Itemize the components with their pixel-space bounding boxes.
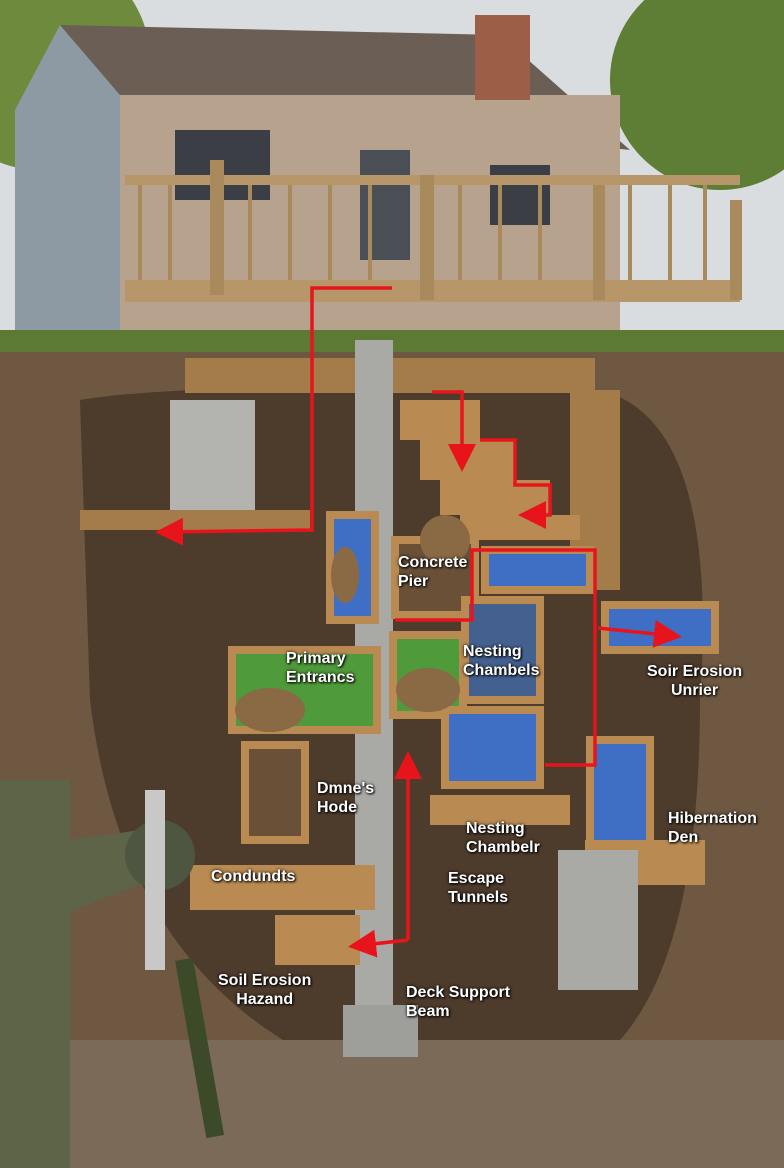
lower-board — [275, 915, 360, 965]
label-line: Hazand — [236, 991, 294, 1008]
label-line: Chambels — [463, 662, 540, 679]
tree-right — [610, 0, 784, 190]
label-line: Nesting — [463, 643, 522, 660]
label-line: Hode — [317, 799, 357, 816]
label-line: Pier — [398, 573, 429, 590]
label-line: Deck Support — [406, 984, 511, 1001]
route-arrow-stairs-down — [432, 390, 476, 472]
label-line: Hibernation — [668, 810, 757, 827]
lower-board-2 — [430, 795, 570, 825]
left-shelf — [80, 510, 310, 530]
route-arrow-right — [597, 619, 682, 648]
label-line: Primary — [286, 650, 346, 667]
label-line: Den — [668, 829, 699, 846]
conduits-shelf — [190, 865, 375, 910]
route-arrow-main — [395, 548, 597, 767]
deck — [125, 160, 742, 302]
label-line: Soir Erosion — [647, 663, 743, 680]
label-conduits: Condundts — [211, 867, 295, 886]
label-line: Tunnels — [448, 889, 509, 906]
label-line: Dmne's — [317, 780, 375, 797]
concrete-block — [170, 400, 255, 525]
right-footing — [558, 850, 638, 990]
label-line: Concrete — [398, 554, 468, 571]
route-arrow-stairs — [480, 438, 552, 529]
pier-footing — [343, 1005, 418, 1057]
label-line: Entrancs — [286, 669, 355, 686]
route-arrow-left — [155, 286, 392, 546]
groundhog-icons — [235, 515, 470, 732]
label-line: Unrier — [671, 682, 719, 699]
route-arrows — [155, 286, 682, 958]
label-line: Beam — [406, 1003, 450, 1020]
label-line: Chambelr — [466, 839, 540, 856]
label-line: Escape — [448, 870, 505, 887]
label-line: Nesting — [466, 820, 525, 837]
route-arrow-down-left — [348, 929, 409, 958]
label-line: Soil Erosion — [218, 972, 312, 989]
ground-floor — [0, 1040, 784, 1168]
label-line: Condundts — [211, 868, 296, 885]
worker-with-probe — [0, 780, 225, 1168]
